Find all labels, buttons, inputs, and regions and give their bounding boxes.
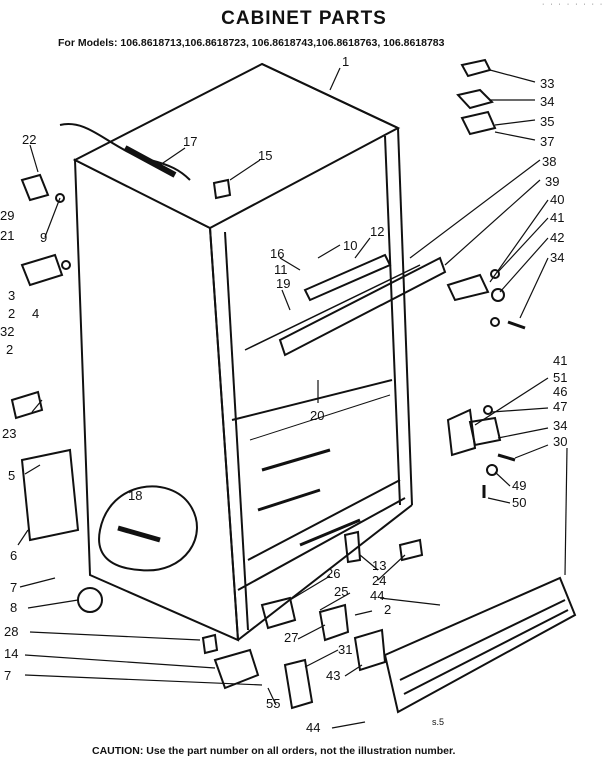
callout-40: 40: [550, 192, 564, 207]
callout-26: 26: [326, 566, 340, 581]
callout-25: 25: [334, 584, 348, 599]
callout-33: 33: [540, 76, 554, 91]
callout-44: 44: [370, 588, 384, 603]
callout-41: 41: [550, 210, 564, 225]
callout-50: 50: [512, 495, 526, 510]
callout-21: 21: [0, 228, 14, 243]
callout-22: 22: [22, 132, 36, 147]
part-28: [201, 633, 219, 655]
part-47: [468, 416, 502, 447]
callout-17: 17: [183, 134, 197, 149]
cabinet-front-panel: [73, 158, 240, 642]
part-14: [213, 648, 260, 690]
callout-35: 35: [540, 114, 554, 129]
callout-2: 2: [8, 306, 15, 321]
part-40-hinge: [446, 273, 490, 302]
inset-circle: [98, 485, 198, 572]
part-29: [20, 253, 64, 287]
callout-34c: 34: [553, 418, 567, 433]
part-34-top: [456, 88, 494, 110]
callout-2c: 2: [384, 602, 391, 617]
part-22: [20, 173, 50, 202]
part-24: [398, 538, 424, 562]
callout-16: 16: [270, 246, 284, 261]
callout-46: 46: [553, 384, 567, 399]
part-51-hinge: [446, 408, 477, 457]
callout-23: 23: [2, 426, 16, 441]
page-title: CABINET PARTS: [221, 8, 387, 29]
callout-31: 31: [338, 642, 352, 657]
callout-2b: 2: [6, 342, 13, 357]
callout-28: 28: [4, 624, 18, 639]
callout-8: 8: [10, 600, 17, 615]
part-35: [460, 110, 497, 136]
callout-15: 15: [258, 148, 272, 163]
callout-1: 1: [342, 54, 349, 69]
drawing-mark: s.5: [432, 717, 445, 727]
callout-24: 24: [372, 573, 386, 588]
callout-55: 55: [266, 696, 280, 711]
callout-49: 49: [512, 478, 526, 493]
callout-51: 51: [553, 370, 567, 385]
part-6-bracket: [20, 448, 80, 542]
callout-38: 38: [542, 154, 556, 169]
part-26: [260, 596, 297, 630]
grille-30: [383, 576, 577, 714]
part-23: [10, 390, 44, 420]
part-15: [212, 178, 232, 200]
callout-27: 27: [284, 630, 298, 645]
callout-18: 18: [128, 488, 142, 503]
part-27: [318, 603, 350, 642]
part-43: [353, 628, 387, 672]
callout-9: 9: [40, 230, 47, 245]
callout-4: 4: [32, 306, 39, 321]
callout-7b: 7: [4, 668, 11, 683]
callout-3: 3: [8, 288, 15, 303]
model-numbers: For Models: 106.8618713,106.8618723, 106…: [58, 37, 445, 49]
part-13: [343, 530, 362, 564]
callout-37: 37: [540, 134, 554, 149]
callout-29: 29: [0, 208, 14, 223]
callout-6: 6: [10, 548, 17, 563]
callout-30: 30: [553, 434, 567, 449]
callout-42: 42: [550, 230, 564, 245]
callout-34b: 34: [550, 250, 564, 265]
callout-43: 43: [326, 668, 340, 683]
callout-20: 20: [310, 408, 324, 423]
callout-10: 10: [343, 238, 357, 253]
hinge-bar: [278, 256, 447, 357]
callout-34: 34: [540, 94, 554, 109]
callout-44b: 44: [306, 720, 320, 735]
part-33: [460, 58, 492, 78]
part-31: [283, 658, 314, 710]
shelf-rail: [303, 253, 392, 302]
caution-note: CAUTION: Use the part number on all orde…: [92, 745, 456, 757]
callout-14: 14: [4, 646, 18, 661]
callout-13: 13: [372, 558, 386, 573]
callout-41b: 41: [553, 353, 567, 368]
corner-dots: · · · · · · · ·: [542, 1, 605, 8]
callout-19: 19: [276, 276, 290, 291]
callout-39: 39: [545, 174, 559, 189]
callout-12: 12: [370, 224, 384, 239]
callout-32: 32: [0, 324, 14, 339]
callout-7: 7: [10, 580, 17, 595]
callout-47: 47: [553, 399, 567, 414]
callout-5: 5: [8, 468, 15, 483]
callout-11: 11: [274, 262, 288, 277]
